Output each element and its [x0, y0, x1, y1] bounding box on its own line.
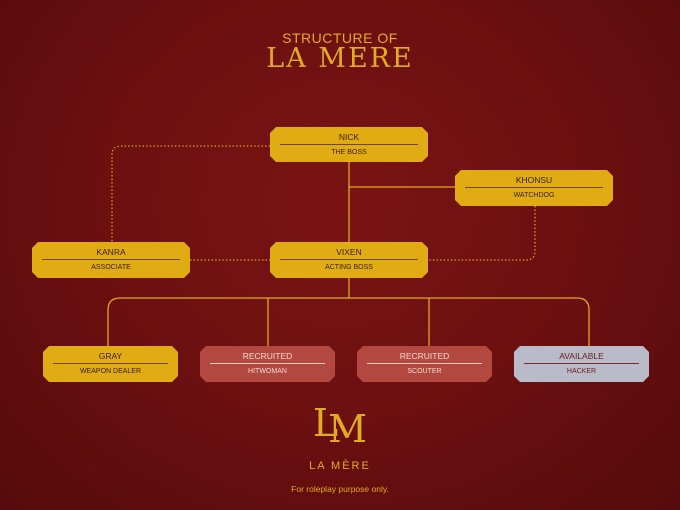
dotted-nick-kanra	[111, 145, 270, 242]
monogram-m: M	[328, 407, 368, 451]
divider	[53, 363, 168, 364]
divider	[280, 259, 418, 260]
node-role: ASSOCIATE	[91, 264, 131, 271]
node-role: WEAPON DEALER	[79, 368, 142, 375]
footer-note: For roleplay purpose only.	[291, 484, 389, 494]
monogram-l: L	[312, 401, 339, 445]
divider	[42, 259, 180, 260]
node-available-hacker: AVAILABLE HACKER	[514, 346, 649, 382]
monogram-logo: LM	[290, 401, 390, 448]
dotted-khonsu-vixen	[428, 206, 536, 261]
divider	[524, 363, 639, 364]
node-role: HITWOMAN	[248, 368, 287, 375]
node-name: GRAY	[98, 351, 123, 361]
line-branch-bar	[107, 297, 590, 346]
node-name: KANRA	[96, 247, 126, 257]
chart-title-kicker: STRUCTURE OF	[282, 30, 398, 46]
node-name: KHONSU	[515, 175, 553, 185]
divider	[210, 363, 325, 364]
node-name: RECRUITED	[399, 351, 450, 361]
brand-wordmark: LA MÈRE	[309, 460, 371, 472]
divider	[280, 144, 418, 145]
divider	[465, 187, 603, 188]
node-recruited-hitwoman: RECRUITED HITWOMAN	[200, 346, 335, 382]
node-kanra: KANRA ASSOCIATE	[32, 242, 190, 278]
node-role: THE BOSS	[331, 149, 367, 156]
node-role: ACTING BOSS	[325, 264, 373, 271]
node-role: HACKER	[566, 368, 597, 375]
node-name: NICK	[338, 132, 360, 142]
node-name: RECRUITED	[242, 351, 293, 361]
node-gray: GRAY WEAPON DEALER	[43, 346, 178, 382]
node-role: WATCHDOG	[513, 192, 555, 199]
node-name: AVAILABLE	[559, 351, 604, 361]
node-nick: NICK THE BOSS	[270, 127, 428, 162]
node-vixen: VIXEN ACTING BOSS	[270, 242, 428, 278]
divider	[367, 363, 482, 364]
chart-title: LA MERE	[266, 43, 414, 74]
node-khonsu: KHONSU WATCHDOG	[455, 170, 613, 206]
node-role: SCOUTER	[407, 368, 442, 375]
node-recruited-scouter: RECRUITED SCOUTER	[357, 346, 492, 382]
node-name: VIXEN	[336, 247, 362, 257]
